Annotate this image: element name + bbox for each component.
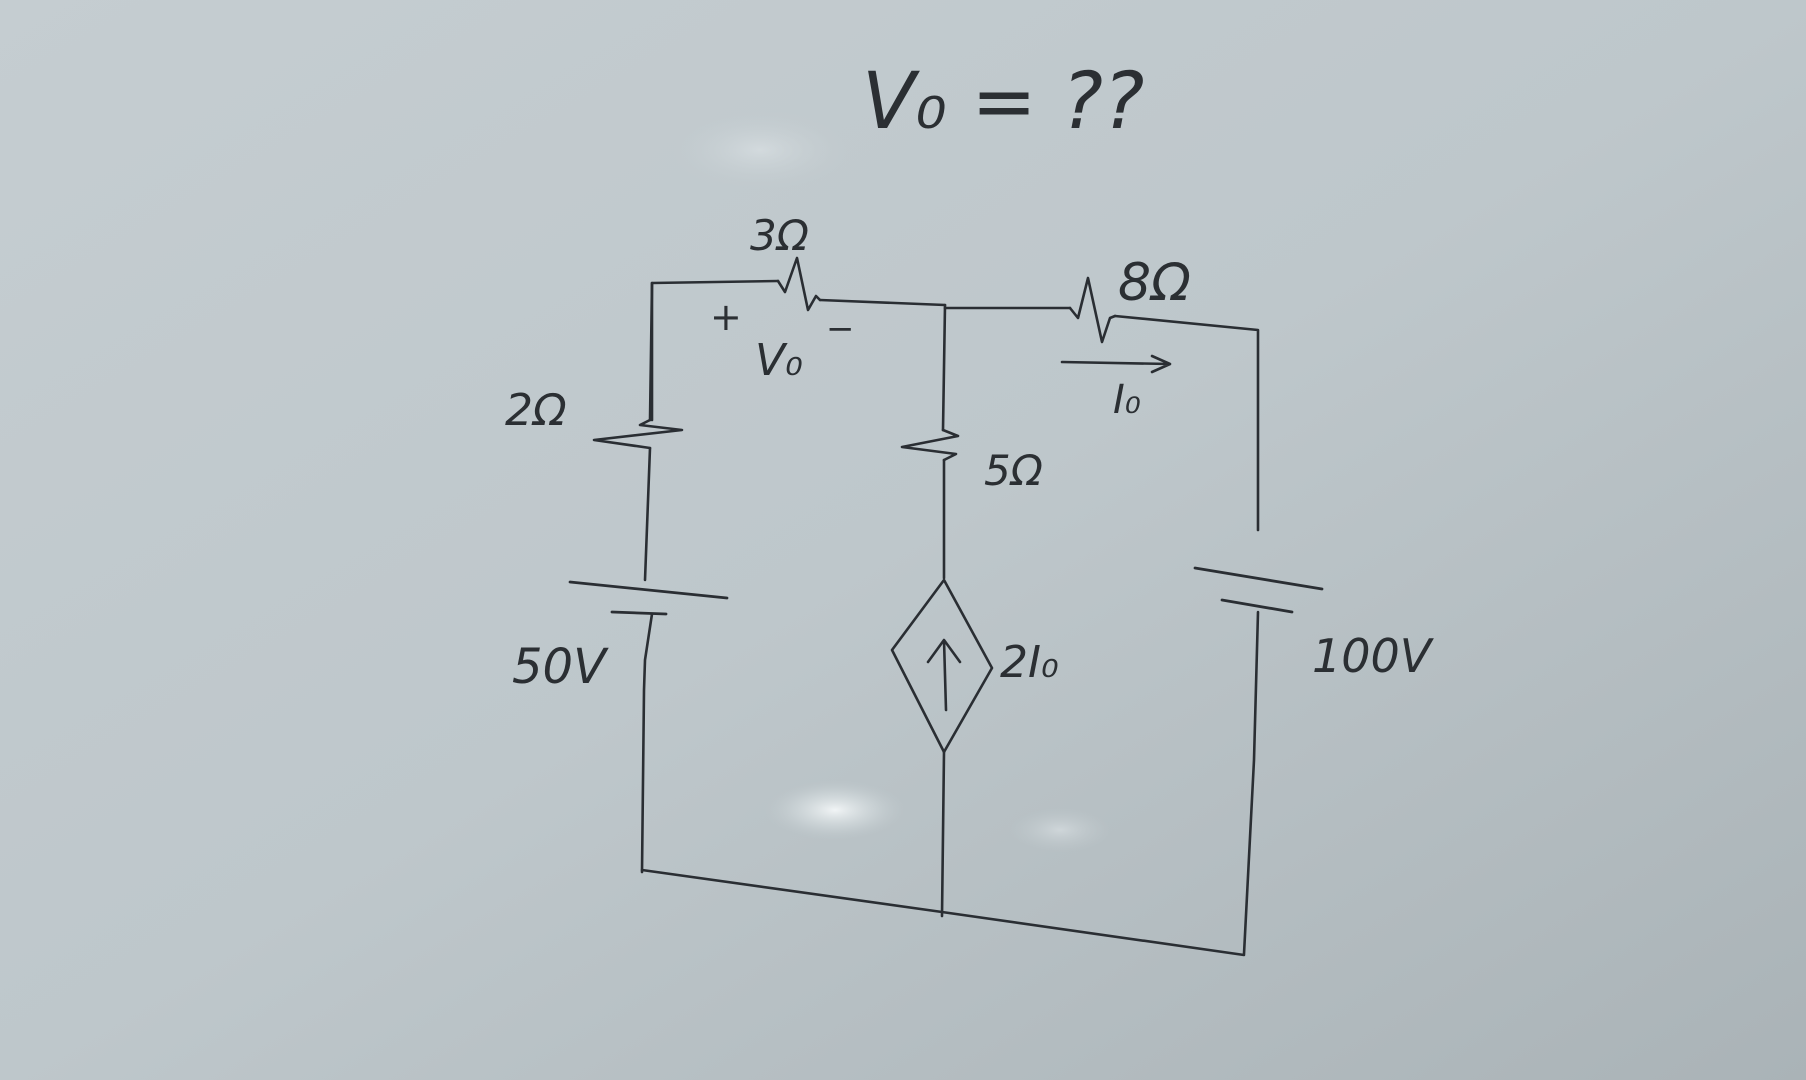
resistor-3ohm-symbol: [776, 256, 822, 312]
resistor-8ohm-symbol: [1068, 276, 1117, 344]
vo-minus-label: −: [826, 309, 855, 349]
wire-left-middle: [643, 446, 652, 582]
wire-left-lower: [640, 612, 654, 874]
light-glare: [765, 780, 905, 840]
wire-right-lower: [1242, 610, 1260, 956]
vo-label: V₀: [755, 335, 803, 386]
battery-50v-long-plate: [568, 580, 729, 600]
battery-50v-short-plate: [610, 610, 668, 616]
battery-100v-long-plate: [1193, 566, 1324, 591]
light-glare-faint: [1010, 808, 1110, 852]
wire-top-right-b: [1113, 314, 1260, 532]
resistor-5ohm-symbol: [900, 428, 960, 462]
vo-plus-label: +: [710, 295, 742, 339]
dependent-source-arrow-icon: [926, 638, 962, 712]
resistor-3ohm-label: 3Ω: [750, 211, 809, 260]
resistor-8ohm-label: 8Ω: [1118, 253, 1191, 313]
dependent-source-label: 2I₀: [1000, 637, 1059, 688]
resistor-5ohm-label: 5Ω: [984, 446, 1043, 495]
battery-100v-label: 100V: [1312, 629, 1435, 683]
wire-left-upper: [648, 281, 654, 422]
io-label: I₀: [1113, 377, 1141, 423]
resistor-2ohm-symbol: [592, 418, 684, 450]
resistor-2ohm-label: 2Ω: [505, 385, 567, 436]
wire-top-middle: [818, 298, 947, 307]
battery-100v-short-plate: [1220, 598, 1294, 614]
wire-middle-bottom: [940, 750, 946, 918]
battery-50v-label: 50V: [512, 639, 609, 695]
wire-middle-upper: [941, 303, 947, 432]
io-arrow: [1060, 354, 1172, 374]
light-glare-faint: [670, 110, 850, 190]
wire-bottom: [640, 868, 1246, 957]
question-text: V₀ = ??: [862, 57, 1144, 147]
